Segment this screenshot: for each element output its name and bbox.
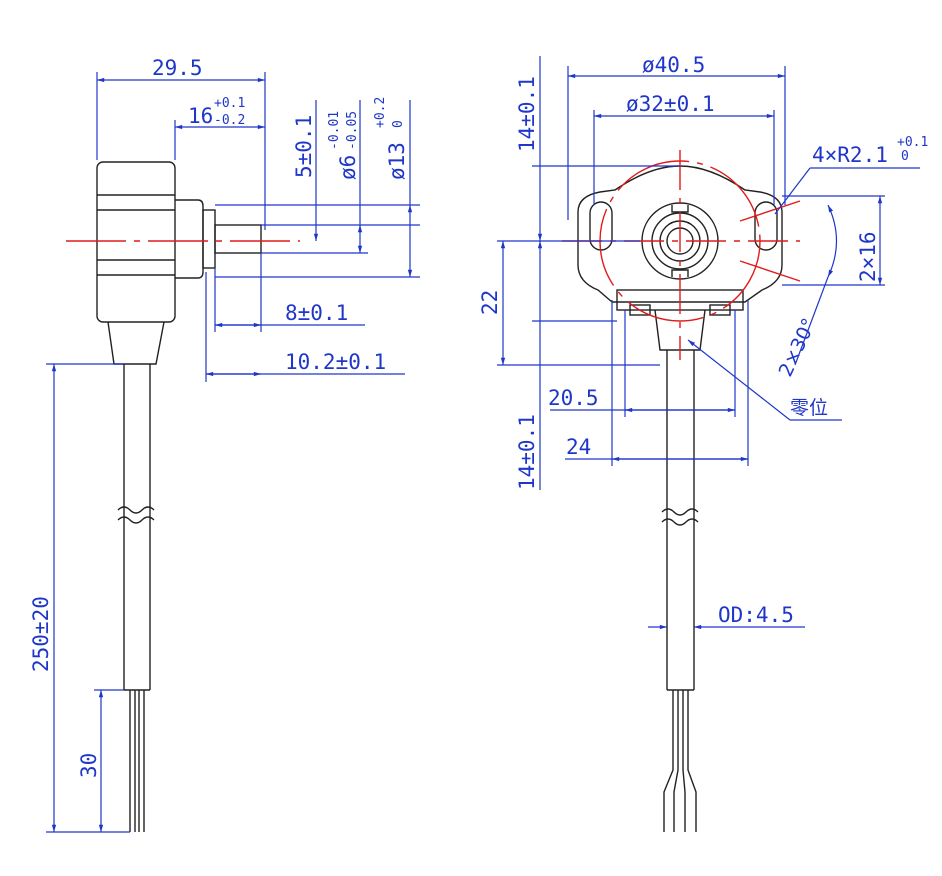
dim-shaft-dia-tol-upper: -0.01 <box>327 111 342 150</box>
side-dimensions: 29.5 16 +0.1 -0.2 5±0.1 ø6 - <box>29 56 420 833</box>
dim-boss-tol-lower: 0 <box>391 120 406 128</box>
dim-boss-dia: ø13 <box>385 142 409 180</box>
label-zero-position: 零位 <box>790 397 828 419</box>
dim-top-height: 14±0.1 <box>515 76 539 152</box>
dim-wire-strip: 30 <box>77 753 101 778</box>
front-centerlines <box>562 150 801 360</box>
front-view: ø40.5 ø32±0.1 14±0.1 4×R2.1 +0.1 0 2× <box>478 53 928 832</box>
dim-slot-spacing: 2×16 <box>856 231 880 282</box>
dim-shaft-length: 8±0.1 <box>285 301 348 325</box>
dim-housing-tol-upper: +0.1 <box>214 96 245 111</box>
dim-boss-length: 10.2±0.1 <box>285 350 386 374</box>
dim-slot-radius: 4×R2.1 <box>812 143 888 167</box>
dim-housing-tol-lower: -0.2 <box>214 113 245 128</box>
front-dimensions: ø40.5 ø32±0.1 14±0.1 4×R2.1 +0.1 0 2× <box>478 53 928 630</box>
dim-shaft-dia: ø6 <box>336 155 360 180</box>
dim-slot-tol-lower: 0 <box>901 149 909 164</box>
dim-cable-length: 250±20 <box>29 596 53 672</box>
dim-mount-dia: ø32±0.1 <box>626 92 715 116</box>
dim-bottom-height: 14±0.1 <box>515 414 539 490</box>
dim-base-width: 24 <box>566 435 591 459</box>
dim-slot-tol-upper: +0.1 <box>897 135 928 150</box>
side-housing <box>96 161 262 365</box>
dim-outer-dia: ø40.5 <box>642 53 705 77</box>
dim-total-length: 29.5 <box>152 56 203 80</box>
side-view: 29.5 16 +0.1 -0.2 5±0.1 ø6 - <box>29 56 420 833</box>
dim-connector-width: 20.5 <box>548 386 599 410</box>
dim-shaft-step: 5±0.1 <box>292 115 316 178</box>
dim-slot-angle: 2×30° <box>775 315 821 380</box>
side-cable <box>117 364 155 832</box>
dim-cable-od: OD:4.5 <box>718 603 794 627</box>
dim-center-height: 22 <box>478 290 502 315</box>
dim-housing-base: 16 <box>188 104 213 128</box>
front-cable <box>661 350 699 832</box>
dim-shaft-dia-tol-lower: -0.05 <box>345 111 360 150</box>
dim-boss-tol-upper: +0.2 <box>373 97 388 128</box>
